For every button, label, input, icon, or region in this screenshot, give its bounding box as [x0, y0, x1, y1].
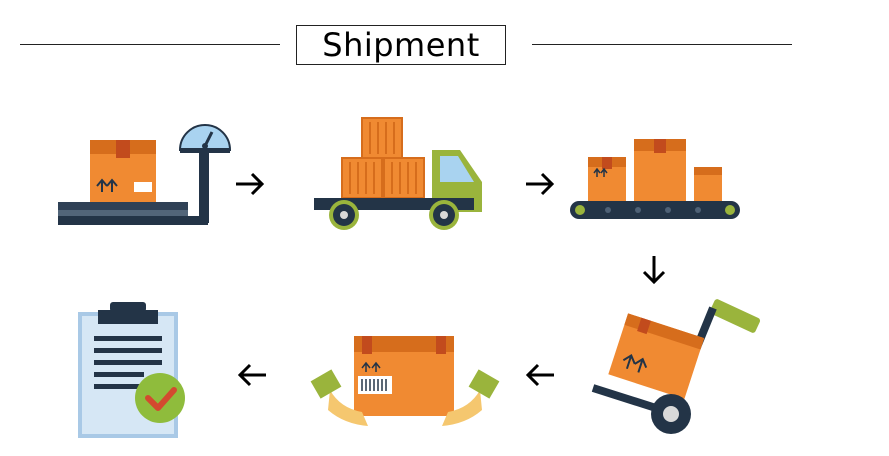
page-title: Shipment — [322, 26, 480, 64]
arrow-right-icon — [526, 172, 555, 196]
hands-holding-box-icon — [310, 336, 500, 426]
delivery-truck-icon — [314, 117, 482, 230]
arrow-right-icon — [236, 172, 265, 196]
title-rule-left — [20, 44, 280, 45]
conveyor-belt-icon — [570, 139, 740, 219]
arrow-left-icon — [525, 363, 554, 387]
title-rule-right — [532, 44, 792, 45]
hand-truck-icon — [591, 299, 761, 434]
title-box: Shipment — [296, 25, 506, 65]
scale-with-box-icon — [58, 124, 232, 225]
arrow-down-icon — [642, 256, 666, 285]
clipboard-checklist-icon — [78, 302, 185, 438]
arrow-left-icon — [237, 363, 266, 387]
